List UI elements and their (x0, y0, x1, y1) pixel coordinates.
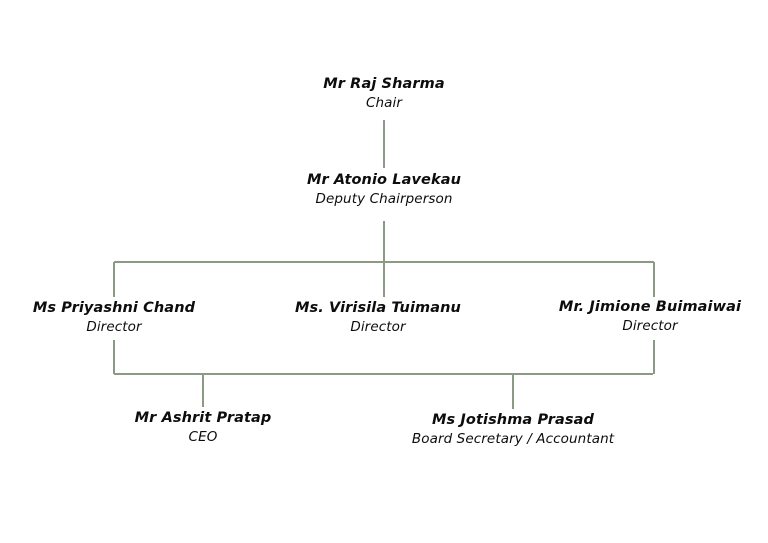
org-node-director-3: Mr. Jimione Buimaiwai Director (559, 298, 741, 335)
org-node-name: Mr. Jimione Buimaiwai (558, 299, 742, 315)
org-node-name: Ms. Virisila Tuimanu (295, 300, 461, 316)
org-node-name: Ms Jotishma Prasad (432, 412, 594, 428)
org-node-role: Director (86, 318, 142, 335)
org-node-director-1: Ms Priyashni Chand Director (33, 299, 195, 336)
org-node-director-2: Ms. Virisila Tuimanu Director (295, 299, 461, 336)
org-node-board-secretary: Ms Jotishma Prasad Board Secretary / Acc… (412, 411, 614, 448)
org-node-role: Director (350, 318, 406, 335)
org-node-role: Director (622, 317, 678, 334)
org-node-ceo: Mr Ashrit Pratap CEO (135, 409, 272, 446)
org-node-name: Mr Atonio Lavekau (306, 172, 462, 188)
org-node-role: Board Secretary / Accountant (411, 430, 615, 447)
org-node-chair: Mr Raj Sharma Chair (323, 75, 445, 112)
org-node-role: CEO (188, 428, 218, 445)
org-node-deputy-chairperson: Mr Atonio Lavekau Deputy Chairperson (307, 171, 461, 208)
org-node-role: Chair (365, 94, 403, 111)
org-node-name: Mr Raj Sharma (323, 76, 445, 92)
org-node-name: Mr Ashrit Pratap (134, 410, 272, 426)
org-node-role: Deputy Chairperson (315, 190, 453, 207)
org-node-name: Ms Priyashni Chand (32, 300, 196, 316)
